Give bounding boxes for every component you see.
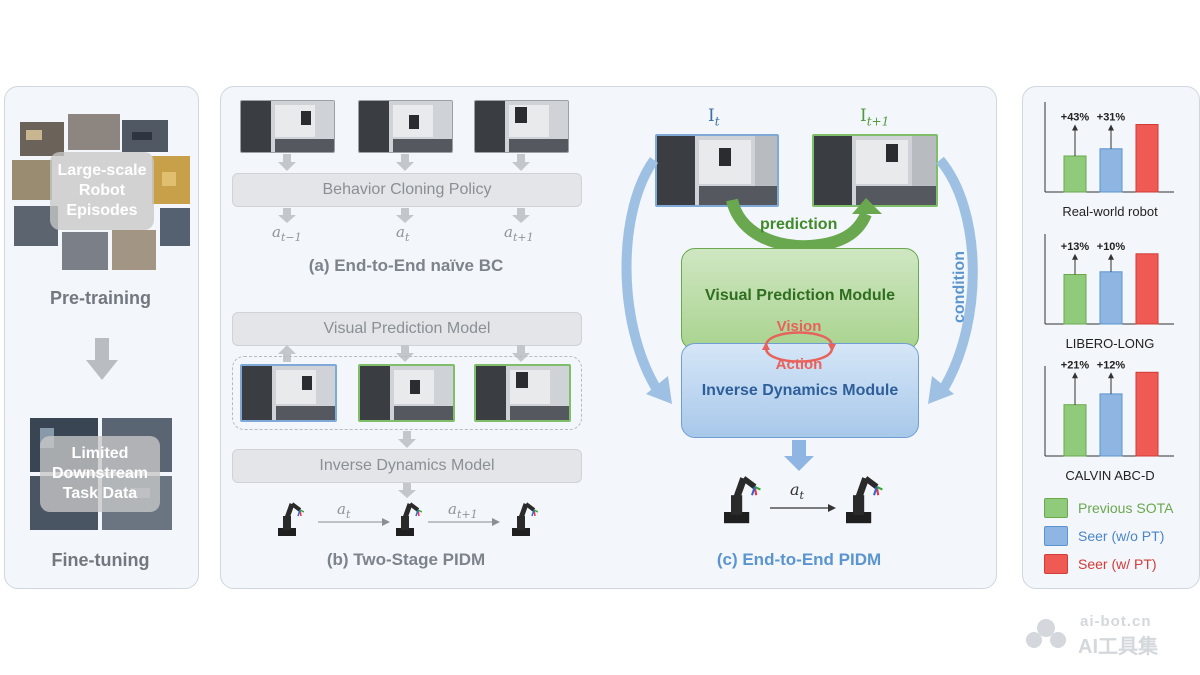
visual-prediction-module-label: Visual Prediction Module bbox=[705, 287, 895, 304]
gain-arrowhead bbox=[1108, 253, 1114, 260]
gain-arrowhead bbox=[1072, 372, 1078, 379]
action-label: Action bbox=[775, 356, 823, 373]
limited-label: Limited Downstream Task Data bbox=[51, 445, 149, 502]
idm-input-arrow bbox=[398, 431, 416, 448]
robot-arm-icon bbox=[278, 502, 304, 536]
collage-photos-image bbox=[12, 114, 190, 270]
frame-thumbnail-predicted bbox=[474, 364, 571, 422]
transition-arrows bbox=[318, 518, 500, 526]
frames-dashed-group bbox=[232, 356, 582, 430]
output-action-label: at bbox=[790, 480, 804, 503]
gain-label: +43% bbox=[1061, 112, 1090, 124]
chart-bar bbox=[1135, 253, 1159, 325]
inverse-dynamics-model-box: Inverse Dynamics Model bbox=[232, 449, 582, 483]
image-label-i-t: It bbox=[708, 106, 720, 129]
action-label-t-minus-1: at−1 bbox=[272, 223, 302, 244]
legend-label: Seer (w/o PT) bbox=[1078, 528, 1165, 544]
vpm-arrows bbox=[278, 345, 530, 362]
chart-bar bbox=[1099, 148, 1123, 193]
legend-swatch-green bbox=[1044, 498, 1068, 518]
chart-bar bbox=[1135, 371, 1159, 457]
legend-item-previous-sota: Previous SOTA bbox=[1044, 498, 1173, 518]
behavior-cloning-policy-label: Behavior Cloning Policy bbox=[322, 181, 492, 198]
watermark-logo-icon bbox=[1026, 619, 1066, 648]
vision-action-cycle-icon bbox=[762, 331, 836, 363]
frame-thumbnail bbox=[474, 100, 569, 153]
robot-arm-icon bbox=[724, 476, 761, 524]
right-loop-arrow bbox=[928, 156, 978, 404]
legend-item-seer-wo-pt: Seer (w/o PT) bbox=[1044, 526, 1164, 546]
legend-label: Seer (w/ PT) bbox=[1078, 556, 1157, 572]
gain-arrowhead bbox=[1072, 124, 1078, 131]
idm-output-arrow bbox=[398, 483, 416, 498]
down-arrow bbox=[86, 338, 118, 385]
prediction-label: prediction bbox=[760, 216, 838, 233]
bc-input-arrows bbox=[278, 154, 530, 171]
legend-label: Previous SOTA bbox=[1078, 500, 1174, 516]
gain-arrowhead bbox=[1072, 253, 1078, 260]
visual-prediction-model-box: Visual Prediction Model bbox=[232, 312, 582, 346]
chart-bar bbox=[1063, 155, 1087, 193]
current-frame-image bbox=[655, 134, 779, 207]
action-label-t-plus-1: at+1 bbox=[504, 223, 534, 244]
inverse-dynamics-module-label: Inverse Dynamics Module bbox=[701, 382, 899, 399]
robot-arm-icon bbox=[396, 502, 422, 536]
collage-label: Large-scale Robot Episodes bbox=[57, 162, 147, 219]
pretraining-label: Pre-training bbox=[49, 288, 151, 308]
legend-swatch-red bbox=[1044, 554, 1068, 574]
gain-label: +12% bbox=[1097, 359, 1126, 371]
chart-title: Real-world robot bbox=[1062, 204, 1158, 219]
output-arrow bbox=[784, 440, 814, 471]
limited-label-box: Limited Downstream Task Data bbox=[40, 436, 160, 512]
robot-arm-icon bbox=[846, 476, 883, 524]
left-loop-arrow bbox=[621, 157, 672, 404]
predicted-frame-image bbox=[812, 134, 938, 207]
frame-thumbnail bbox=[358, 100, 453, 153]
large-scale-episodes-collage bbox=[12, 112, 190, 272]
behavior-cloning-policy-box: Behavior Cloning Policy bbox=[232, 173, 582, 207]
vision-label: Vision bbox=[776, 318, 822, 335]
gain-arrowhead bbox=[1108, 372, 1114, 379]
caption-a: (a) End-to-End naïve BC bbox=[308, 256, 504, 275]
action-label-t: at bbox=[337, 500, 351, 521]
image-label-i-t-plus-1: It+1 bbox=[860, 106, 890, 129]
finetuning-label: Fine-tuning bbox=[51, 550, 150, 570]
inverse-dynamics-model-label: Inverse Dynamics Model bbox=[319, 457, 495, 474]
transition-arrow bbox=[770, 504, 836, 512]
watermark-text-2: AI工具集 bbox=[1078, 636, 1158, 658]
action-label-t-plus-1: at+1 bbox=[448, 500, 478, 521]
legend-item-seer-w-pt: Seer (w/ PT) bbox=[1044, 554, 1157, 574]
frame-thumbnail-observed bbox=[240, 364, 337, 422]
chart-bar bbox=[1099, 271, 1123, 325]
watermark-text-1: ai-bot.cn bbox=[1080, 613, 1152, 630]
action-label-t: at bbox=[396, 223, 410, 244]
chart-bar bbox=[1135, 124, 1159, 193]
condition-label: condition bbox=[951, 251, 968, 323]
frame-thumbnail bbox=[240, 100, 335, 153]
gain-label: +21% bbox=[1061, 359, 1090, 371]
gain-label: +13% bbox=[1061, 241, 1090, 253]
legend-swatch-blue bbox=[1044, 526, 1068, 546]
inverse-dynamics-module: Inverse Dynamics Module bbox=[681, 343, 919, 438]
chart-title: LIBERO-LONG bbox=[1066, 336, 1155, 351]
chart-title: CALVIN ABC-D bbox=[1065, 468, 1154, 483]
results-charts: +43% +31% Real-world robot +13% +10% LIBERO-L… bbox=[1044, 102, 1174, 483]
robot-arm-icon bbox=[512, 502, 538, 536]
collage-label-box: Large-scale Robot Episodes bbox=[50, 152, 154, 230]
caption-c: (c) End-to-End PIDM bbox=[716, 550, 882, 569]
prediction-arrow bbox=[726, 198, 882, 253]
visual-prediction-model-label: Visual Prediction Model bbox=[323, 320, 491, 337]
chart-bar bbox=[1099, 393, 1123, 457]
gain-label: +10% bbox=[1097, 241, 1126, 253]
gain-arrowhead bbox=[1108, 124, 1114, 131]
bc-output-arrows bbox=[278, 208, 530, 223]
gain-label: +31% bbox=[1097, 112, 1126, 124]
chart-bar bbox=[1063, 274, 1087, 325]
chart-bar bbox=[1063, 404, 1087, 457]
frame-thumbnail-predicted bbox=[358, 364, 455, 422]
caption-b: (b) Two-Stage PIDM bbox=[326, 550, 486, 569]
